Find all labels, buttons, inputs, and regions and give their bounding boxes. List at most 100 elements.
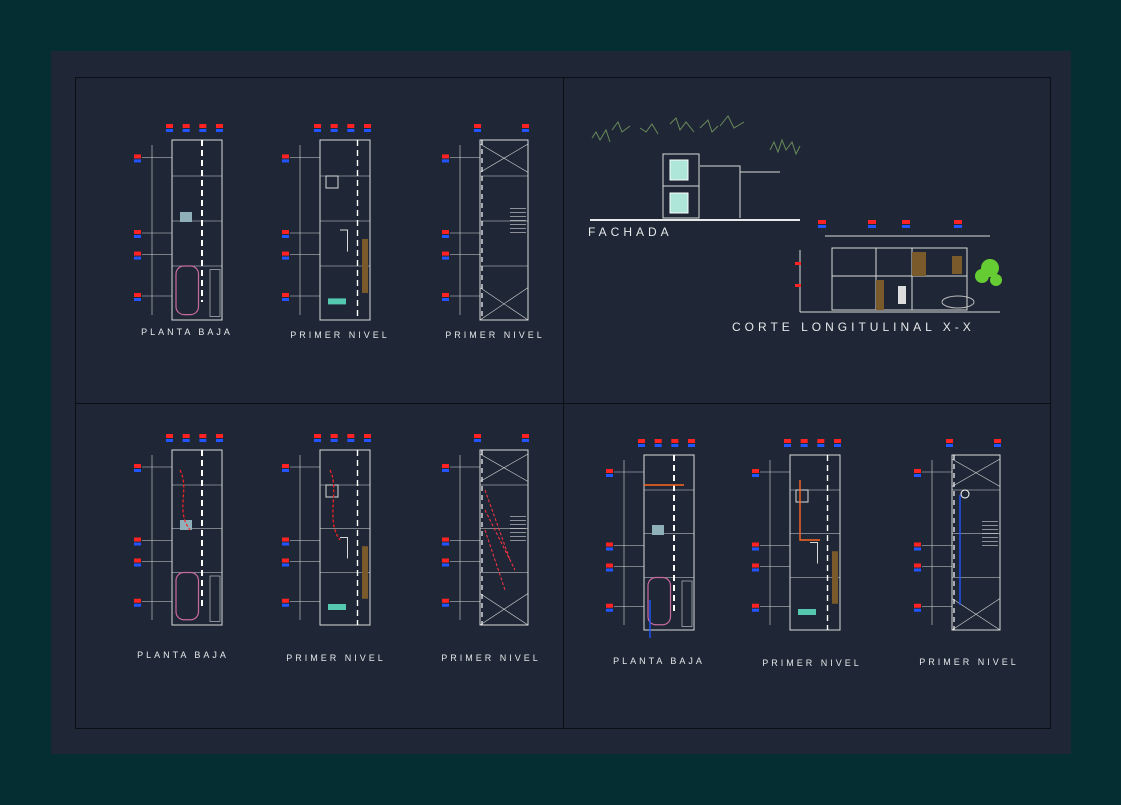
plan-9-tag-red-1 — [994, 439, 1001, 443]
plan-8-ltag-blue-0 — [752, 474, 759, 477]
plan-2-tag-blue-2 — [347, 129, 355, 132]
plan-3-ltag-blue-2 — [442, 256, 449, 260]
plan-8-tag-red-3 — [834, 439, 841, 443]
plan-4-car — [175, 571, 200, 621]
plan-3-x2 — [479, 143, 529, 173]
plan-3-ltag-red-1 — [442, 230, 449, 234]
pipe-blue — [649, 495, 961, 638]
plan-2-tub — [328, 298, 346, 305]
label-primer-nivel-4: PRIMER NIVEL — [441, 653, 541, 663]
plan-2-ltag-red-0 — [282, 154, 289, 159]
plan-1-car — [175, 265, 200, 316]
plan-8-tag-red-1 — [800, 439, 808, 443]
plan-8-tag-blue-1 — [800, 444, 808, 447]
plan-4-tag-blue-2 — [199, 439, 207, 442]
plan-1-tag-red-0 — [166, 124, 173, 128]
plan-2-ltag-red-1 — [282, 230, 289, 234]
plan-9-ltag-red-0 — [914, 469, 921, 473]
plan-4-ltag-blue-0 — [134, 469, 141, 472]
plan-2-ltag-blue-3 — [282, 298, 289, 301]
plan-5-ltag-blue-0 — [282, 469, 289, 472]
drawing-sheet — [51, 51, 1071, 754]
plan-9-x2 — [951, 458, 1001, 487]
plan-9-outline — [951, 454, 1001, 631]
plan-1-tag-blue-1 — [182, 129, 190, 132]
plan-4-ltag-blue-2 — [134, 563, 141, 567]
plan-5-tag-blue-3 — [364, 439, 371, 442]
plan-7-tag-red-2 — [671, 439, 679, 443]
plan-7-ltag-red-0 — [606, 469, 613, 473]
plan-4-tag-red-3 — [216, 434, 223, 438]
plan-6-x2 — [479, 453, 529, 482]
plan-7-car — [647, 576, 672, 626]
plan-8-tag-blue-2 — [817, 444, 825, 447]
plan-4-ltag-blue-3 — [134, 603, 141, 607]
plan-5-ltag-red-1 — [282, 537, 289, 542]
plan-8-ltag-red-1 — [752, 542, 759, 547]
plan-7-ltag-blue-2 — [606, 568, 613, 572]
plan-9-ltag-red-2 — [914, 563, 921, 568]
plan-5-tag-red-0 — [314, 434, 321, 438]
plan-3-ltag-red-2 — [442, 251, 449, 256]
plan-3-tag-blue-0 — [474, 129, 481, 132]
plan-1-ltag-blue-0 — [134, 159, 141, 163]
plan-8-bed — [795, 489, 809, 503]
plan-5-tag-red-3 — [364, 434, 371, 438]
plan-1-outline — [171, 139, 223, 321]
plan-4-ltag-red-2 — [134, 558, 141, 563]
plan-8-ltag-red-2 — [752, 563, 759, 568]
plan-7-tag-blue-3 — [688, 444, 695, 447]
plan-3-tag-red-0 — [474, 124, 481, 128]
plan-2-bed — [325, 175, 339, 189]
label-planta-baja-3: PLANTA BAJA — [613, 656, 705, 666]
plan-1-tag-blue-2 — [199, 129, 207, 132]
plan-1-ltag-blue-1 — [134, 235, 141, 238]
label-planta-baja-2: PLANTA BAJA — [137, 650, 229, 660]
plan-8-tag-red-2 — [817, 439, 825, 443]
plan-1-ltag-red-2 — [134, 251, 141, 256]
horizontal-divider — [75, 403, 1051, 404]
pipe-orange — [644, 480, 820, 541]
plan-1-tag-red-1 — [182, 124, 190, 128]
plan-2-closet — [362, 239, 368, 293]
label-primer-nivel-3: PRIMER NIVEL — [286, 653, 386, 663]
pipe-red-2 — [484, 489, 516, 591]
plan-5-closet — [362, 546, 368, 599]
plan-4-tag-red-0 — [166, 434, 173, 438]
plan-7-ltag-blue-3 — [606, 608, 613, 612]
plan-6-ltag-red-3 — [442, 598, 449, 603]
plan-2-tag-red-0 — [314, 124, 321, 128]
plan-5-tag-red-1 — [330, 434, 338, 438]
plan-7-tag-blue-0 — [638, 444, 645, 447]
plan-9-ltag-blue-0 — [914, 474, 921, 477]
plan-5-ltag-blue-2 — [282, 563, 289, 567]
plan-5-ltag-red-0 — [282, 464, 289, 468]
pipe-red-1 — [179, 469, 341, 541]
plan-4-tag-blue-1 — [182, 439, 190, 442]
label-primer-nivel-6: PRIMER NIVEL — [919, 657, 1019, 667]
plan-6-ltag-blue-1 — [442, 542, 449, 546]
plan-2-tag-red-3 — [364, 124, 371, 128]
plan-3-tag-red-1 — [522, 124, 529, 128]
label-corte-longitudinal: CORTE LONGITULINAL X-X — [732, 320, 975, 334]
label-planta-baja-1: PLANTA BAJA — [141, 327, 233, 337]
plan-8-outline — [789, 454, 841, 631]
plan-1-tag-blue-0 — [166, 129, 173, 132]
plan-2-outline — [319, 139, 371, 321]
plan-8-tub — [798, 609, 816, 615]
plan-5-ltag-red-2 — [282, 558, 289, 563]
plan-4-tag-red-1 — [182, 434, 190, 438]
plan-5-tub — [328, 604, 346, 610]
plan-6-tag-red-0 — [474, 434, 481, 438]
plan-6-ltag-red-0 — [442, 464, 449, 468]
plan-1-ltag-red-3 — [134, 293, 141, 297]
plan-7-tag-red-3 — [688, 439, 695, 443]
plan-3-ltag-blue-3 — [442, 298, 449, 301]
plan-8-ltag-blue-2 — [752, 568, 759, 572]
plan-4-ltag-red-0 — [134, 464, 141, 468]
plan-6-ltag-red-2 — [442, 558, 449, 563]
plan-6-outline — [479, 449, 529, 626]
plan-6-tag-red-1 — [522, 434, 529, 438]
label-primer-nivel-2: PRIMER NIVEL — [445, 330, 545, 340]
